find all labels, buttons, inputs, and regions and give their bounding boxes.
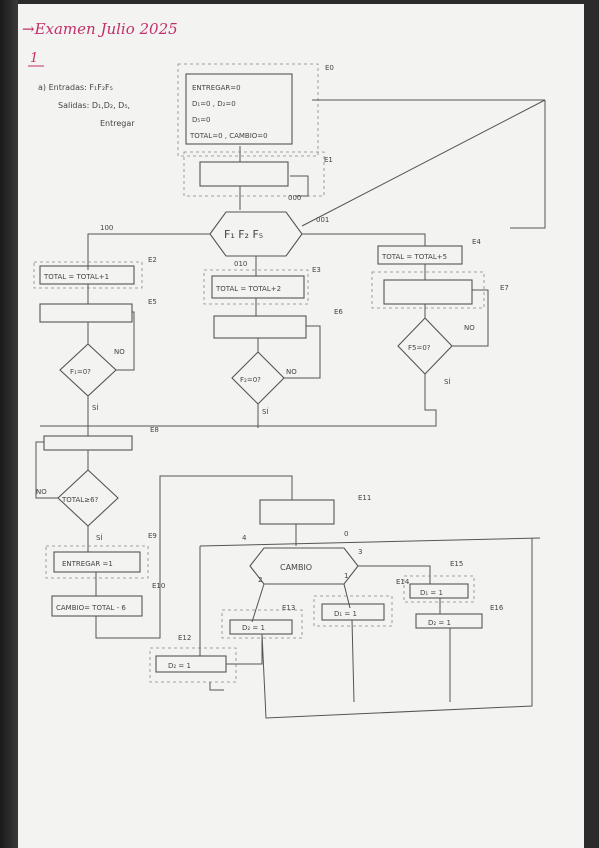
decision-f2-text: F₂=0? [240,376,261,384]
decision-total-text: TOTAL≥6? [61,496,99,504]
cambio-1-label: 1 [344,572,348,580]
edge-001: 001 [316,216,329,224]
action-total-plus-5 [377,245,463,265]
action-d2-e12 [155,655,227,673]
page-title: →Examen Julio 2025 [22,20,178,38]
state-e0-frame [177,63,319,157]
init-line-3: D₅=0 [192,116,211,124]
state-e5-label: E5 [148,298,157,306]
cambio-4-label: 4 [242,534,247,542]
init-line-1: ENTREGAR=0 [192,84,241,92]
no-label-f5: NO [464,324,475,332]
state-e14-label: E14 [396,578,410,586]
inputs-label: a) Entradas: F₁F₂F₅ [38,83,113,92]
decision-cambio-text: CAMBIO [280,563,312,572]
cambio-3-label: 3 [358,548,362,556]
decision-f5-text: F5=0? [408,344,431,352]
si-label-f2: SÍ [262,407,269,416]
state-e3-frame [203,269,309,305]
action-cambio-text: CAMBIO= TOTAL - 6 [56,604,126,612]
wait-box-e7 [383,279,473,305]
init-box [185,73,293,145]
entregar-label: Entregar [100,119,135,128]
action-d1-e14-text: D₁ = 1 [334,610,357,618]
no-label-total: NO [36,488,47,496]
photo-edge [0,0,18,848]
init-line-4: TOTAL=0 , CAMBIO=0 [189,132,268,140]
decision-fff-text: F₁ F₂ F₅ [224,228,263,241]
edge-000: 000 [288,194,301,202]
action-d2-e16 [415,613,483,629]
action-t1-text: TOTAL = TOTAL+1 [43,273,109,281]
no-label-f2: NO [286,368,297,376]
action-t5-text: TOTAL = TOTAL+5 [381,253,447,261]
section-number: 1 [30,51,38,66]
state-e12-label: E12 [178,634,191,642]
state-e2-label: E2 [148,256,157,264]
state-e1-frame [183,151,325,197]
outputs-label: Salidas: D₁,D₂, D₅, [58,101,130,110]
no-label-f1: NO [114,348,125,356]
state-e0-label: E0 [325,64,334,72]
state-e14-frame [313,595,393,627]
wait-box-e6 [213,315,307,339]
state-e12-frame [149,647,237,683]
action-entregar [53,551,141,573]
action-d1-e15-text: D₁ = 1 [420,589,443,597]
cambio-0-label: 0 [344,530,348,538]
state-e4-label: E4 [472,238,481,246]
state-e1-label: E1 [324,156,333,164]
wait-box-e8 [43,435,133,451]
init-line-2: D₁=0 , D₂=0 [192,100,236,108]
wait-box-e11 [259,499,335,525]
action-t2-text: TOTAL = TOTAL+2 [215,285,281,293]
action-d2-e12-text: D₂ = 1 [168,662,191,670]
wait-box-e5 [39,303,133,323]
action-d1-e14 [321,603,385,621]
action-d2-e13-text: D₂ = 1 [242,624,265,632]
si-label-f5: SÍ [444,377,451,386]
action-cambio [51,595,143,617]
si-label-f1: SÍ [92,403,99,412]
state-e8-label: E8 [150,426,159,434]
state-e13-label: E13 [282,604,295,612]
action-entregar-text: ENTREGAR =1 [62,560,113,568]
action-d1-e15 [409,583,469,599]
state-e11-label: E11 [358,494,371,502]
action-d2-e13 [229,619,293,635]
action-total-plus-1 [39,265,135,285]
state-e10-label: E10 [152,582,165,590]
decision-f1-text: F₁=0? [70,368,91,376]
action-total-plus-2 [211,275,305,299]
state-e9-frame [45,545,149,579]
cambio-2-label: 2 [258,576,262,584]
state-e9-label: E9 [148,532,157,540]
state-e7-label: E7 [500,284,509,292]
edge-010: 010 [234,260,247,268]
state-e15-label: E15 [450,560,463,568]
action-d2-e16-text: D₂ = 1 [428,619,451,627]
edge-100: 100 [100,224,113,232]
state-e6-label: E6 [334,308,343,316]
state-e3-label: E3 [312,266,321,274]
state-e7-frame [371,271,485,309]
si-label-total: SÍ [96,533,103,542]
wait-box-e1 [199,161,289,187]
state-e16-label: E16 [490,604,504,612]
